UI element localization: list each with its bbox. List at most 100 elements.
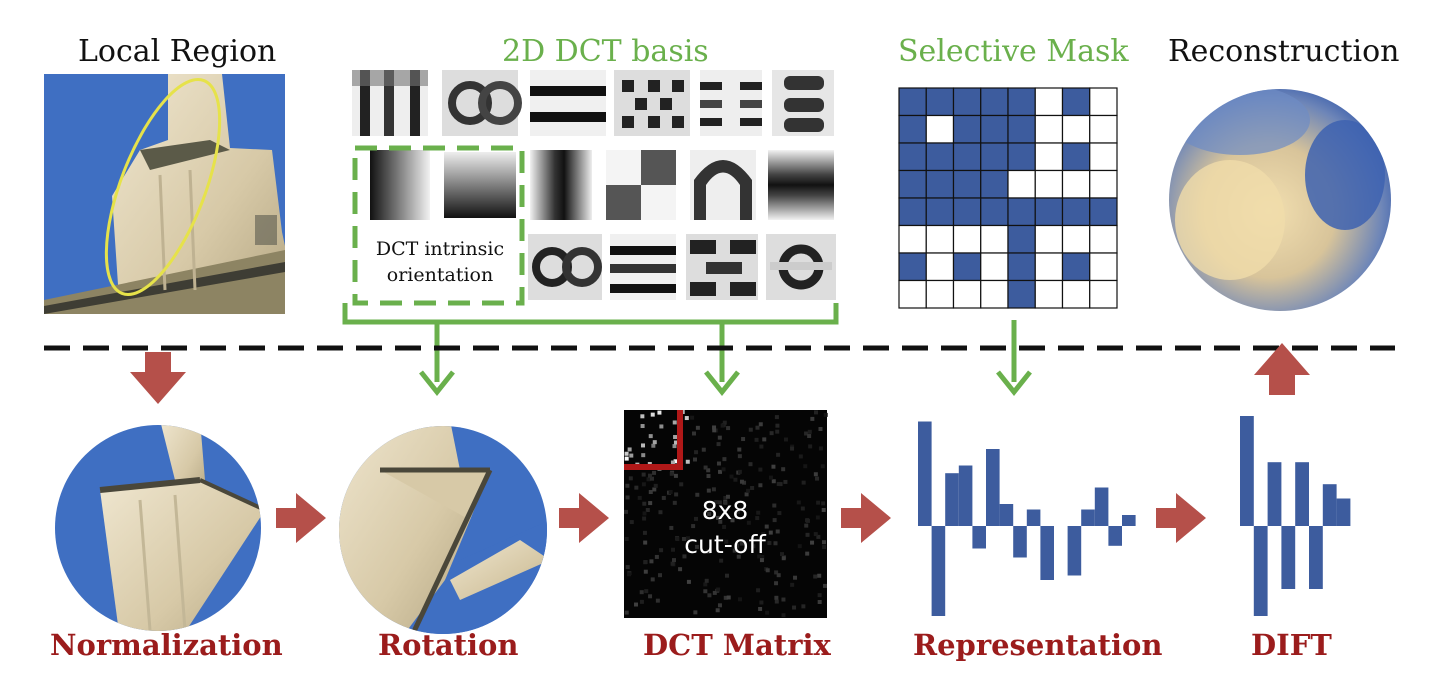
dct-coefficient [644,589,649,594]
right-arrow-icon [1156,493,1206,543]
dct-coefficient [750,485,755,490]
dct-coefficient [648,501,653,506]
dct-matrix-label: DCT Matrix [643,628,831,662]
dct-coefficient [671,547,676,552]
dct-coefficient [746,488,751,493]
dct-coefficient [652,440,657,445]
dct-coefficient [776,573,781,578]
dct-coefficient [625,483,630,488]
dct-coefficient [669,471,674,476]
dct-coefficient [771,479,776,484]
dct-coefficient [818,427,823,432]
dct-coefficient [759,558,764,563]
basis-tile [700,70,762,136]
dct-coefficient [734,543,739,548]
dct-coefficient [703,465,708,470]
green-arrowhead [996,370,1032,397]
mask-cell [925,224,955,254]
mask-cell [952,279,982,309]
mask-cell [1089,224,1118,254]
dct-coefficient [716,461,721,466]
dct-coefficient [643,540,648,545]
dct-coefficient [725,494,730,499]
dct-coefficient [625,495,630,500]
basis-tile [606,150,676,220]
dct-coefficient [652,487,657,492]
mask-cell [952,224,982,254]
dct-coefficient [645,507,650,512]
dct-coefficient [711,487,716,492]
basis-tile [442,70,522,136]
bar [972,526,986,549]
dct-coefficient [637,495,642,500]
right-arrow-icon [841,493,891,543]
bar [1040,526,1054,580]
bar [986,449,1000,526]
dct-coefficient [758,483,763,488]
mask-cell [1034,252,1064,282]
dct-coefficient [741,437,746,442]
mask-cell [1089,252,1118,282]
mask-cell [925,197,955,227]
basis-tile [772,70,834,136]
dct-coefficient [693,610,698,615]
dct-coefficient [701,447,706,452]
dct-coefficient [639,599,644,604]
intrinsic-orientation-label: DCT intrinsic orientation [360,236,520,288]
local-region-label: Local Region [78,34,277,69]
dct-coefficient [624,509,629,514]
dct-coefficient [646,477,651,482]
normalization-image [55,425,261,631]
basis-tile [766,234,836,300]
dct-coefficient [674,492,679,497]
bar [1122,515,1136,526]
dct-coefficient [641,453,646,458]
dct-coefficient [624,610,629,615]
mask-cell [952,197,982,227]
mask-cell [925,252,955,282]
dct-coefficient [793,575,798,580]
mask-cell [1007,169,1036,199]
dct-coefficient [649,559,654,564]
dct-coefficient [672,558,677,563]
dct-coefficient [764,524,769,529]
mask-cell [898,114,927,144]
dct-coefficient [771,464,776,469]
dct-coefficient [760,554,765,559]
dct-coefficient [772,503,777,508]
dct-coefficient [816,500,821,505]
intrinsic-orientation-box [352,145,525,306]
mask-cell [952,169,982,199]
mask-cell [1089,87,1118,117]
dct-coefficient [817,573,822,578]
dct-coefficient [625,565,630,570]
dct-coefficient [756,510,761,515]
dct-coefficient [707,512,712,517]
dct-coefficient [641,443,646,448]
mask-cell [1061,87,1091,117]
reconstruction-label: Reconstruction [1168,34,1400,69]
dct-coefficient [736,554,741,559]
mask-cell [1061,197,1091,227]
dct-coefficient [821,540,826,545]
dct-coefficient [706,474,711,479]
dct-coefficient [739,479,744,484]
dct-coefficient [652,470,657,475]
dct-coefficient [691,524,696,529]
dct-coefficient [797,544,802,549]
dct-coefficient [629,520,634,525]
mask-cell [980,279,1009,309]
dct-coefficient [719,558,724,563]
bar [1067,526,1082,576]
bar [918,421,932,526]
dct-coefficient [693,516,698,521]
dct-coefficient [639,590,644,595]
dct-coefficient [801,480,806,485]
dct-coefficient [721,467,726,472]
dct-coefficient [774,599,779,604]
dct-coefficient [712,590,717,595]
dct-coefficient [685,459,690,464]
dct-coefficient [732,548,737,553]
dct-matrix-image [624,410,828,618]
dct-coefficient [776,452,781,457]
